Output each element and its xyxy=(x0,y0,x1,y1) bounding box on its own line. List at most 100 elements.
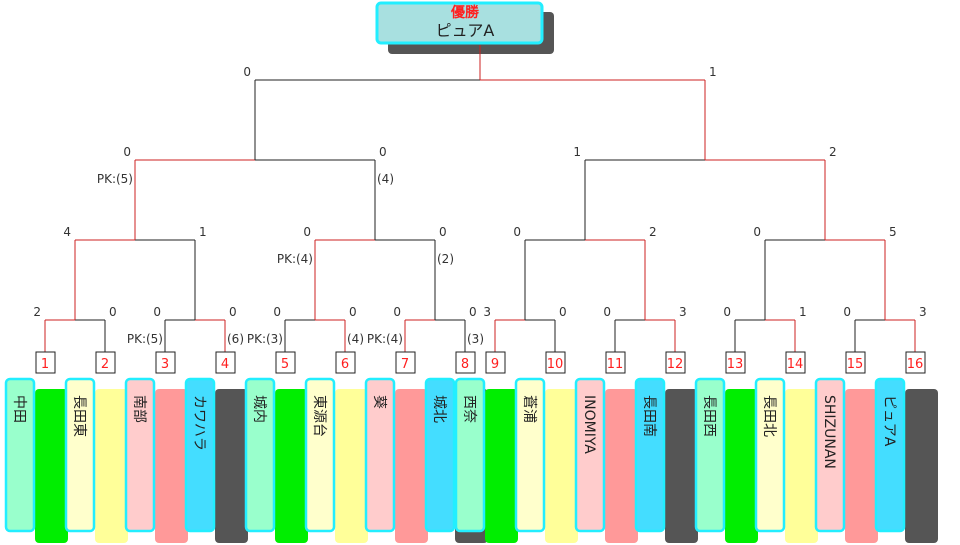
team-name: 蒼浦 xyxy=(521,395,537,423)
team-slot: 1 中田 xyxy=(4,351,68,543)
team-name: 長田西 xyxy=(701,395,717,437)
team-card[interactable] xyxy=(694,377,726,533)
team-card-shadow xyxy=(785,389,818,543)
team-card[interactable] xyxy=(754,377,786,533)
team-card[interactable] xyxy=(634,377,666,533)
right-pk-score: (4) xyxy=(377,172,394,186)
team-number: 11 xyxy=(607,357,624,372)
team-number: 13 xyxy=(727,357,744,372)
team-card-shadow xyxy=(605,389,638,543)
left-score: 0 xyxy=(603,305,611,319)
right-score: 0 xyxy=(109,305,117,319)
right-score: 0 xyxy=(439,225,447,239)
team-card[interactable] xyxy=(874,377,906,533)
team-name: INOMIYA xyxy=(581,395,597,454)
team-number: 15 xyxy=(847,357,864,372)
team-number-box xyxy=(485,351,506,374)
team-card[interactable] xyxy=(574,377,606,533)
team-name: 南部 xyxy=(131,395,147,423)
right-score: 3 xyxy=(679,305,687,319)
team-number: 2 xyxy=(101,357,109,372)
team-number-box xyxy=(155,351,176,374)
left-score: 0 xyxy=(243,65,251,79)
team-card[interactable] xyxy=(124,377,156,533)
right-score: 2 xyxy=(829,145,837,159)
right-pk-score: (2) xyxy=(437,252,454,266)
team-name: カワハラ xyxy=(191,395,207,451)
team-card[interactable] xyxy=(184,377,216,533)
team-number: 12 xyxy=(667,357,684,372)
team-number-box xyxy=(395,351,416,374)
team-number-box xyxy=(845,351,866,374)
team-name: 中田 xyxy=(11,395,27,423)
champion-box: 優勝 ピュアA xyxy=(375,1,554,54)
champion-box-body xyxy=(375,1,544,45)
team-number: 4 xyxy=(221,357,229,372)
team-name: 葵 xyxy=(371,395,387,409)
team-number: 1 xyxy=(41,357,49,372)
team-card[interactable] xyxy=(454,377,486,533)
team-card-shadow xyxy=(215,389,248,543)
left-score: 3 xyxy=(483,305,491,319)
team-number: 3 xyxy=(161,357,169,372)
team-name: 長田南 xyxy=(641,395,657,437)
left-score: 0 xyxy=(273,305,281,319)
left-pk-score: PK:(4) xyxy=(367,332,403,346)
team-number-box xyxy=(725,351,746,374)
team-list: 1中田2長田東3南部4カワハラ5城内6東源台7葵8城北9西奈10蒼浦11INOM… xyxy=(4,351,938,543)
right-score: 5 xyxy=(889,225,897,239)
team-name: SHIZUNAN xyxy=(821,395,837,469)
team-number-box xyxy=(785,351,806,374)
team-slot: 10 蒼浦 xyxy=(514,351,578,543)
team-card-shadow xyxy=(95,389,128,543)
team-number: 14 xyxy=(787,357,804,372)
team-card[interactable] xyxy=(424,377,456,533)
left-score: 0 xyxy=(513,225,521,239)
left-pk-score: PK:(5) xyxy=(127,332,163,346)
right-pk-score: (3) xyxy=(467,332,484,346)
team-card-shadow xyxy=(485,389,518,543)
team-number: 10 xyxy=(547,357,564,372)
bracket-lines xyxy=(44,45,916,352)
left-score: 0 xyxy=(843,305,851,319)
team-number: 9 xyxy=(491,357,499,372)
team-card-shadow xyxy=(665,389,698,543)
team-card[interactable] xyxy=(304,377,336,533)
team-card[interactable] xyxy=(814,377,846,533)
right-score: 0 xyxy=(379,145,387,159)
right-pk-score: (6) xyxy=(227,332,244,346)
left-score: 0 xyxy=(753,225,761,239)
team-name: 城内 xyxy=(251,395,267,423)
team-card-shadow xyxy=(545,389,578,543)
team-name: 東源台 xyxy=(311,395,327,437)
team-card[interactable] xyxy=(64,377,96,533)
right-score: 0 xyxy=(349,305,357,319)
team-number-box xyxy=(605,351,626,374)
team-card[interactable] xyxy=(514,377,546,533)
team-card-shadow xyxy=(35,389,68,543)
right-pk-score: (4) xyxy=(347,332,364,346)
left-pk-score: PK:(3) xyxy=(247,332,283,346)
right-score: 1 xyxy=(199,225,207,239)
team-card[interactable] xyxy=(364,377,396,533)
team-card[interactable] xyxy=(4,377,36,533)
team-card-shadow xyxy=(905,389,938,543)
team-card-shadow xyxy=(395,389,428,543)
right-score: 3 xyxy=(919,305,927,319)
left-score: 0 xyxy=(153,305,161,319)
right-score: 1 xyxy=(709,65,717,79)
team-number-box xyxy=(905,351,926,374)
team-name: 長田東 xyxy=(71,395,87,437)
team-card[interactable] xyxy=(244,377,276,533)
team-number: 7 xyxy=(401,357,409,372)
team-number: 8 xyxy=(461,357,469,372)
team-slot: 2 長田東 xyxy=(64,351,128,543)
team-number-box xyxy=(665,351,686,374)
team-number-box xyxy=(215,351,236,374)
right-score: 0 xyxy=(559,305,567,319)
team-number-box xyxy=(275,351,296,374)
team-card-shadow xyxy=(155,389,188,543)
